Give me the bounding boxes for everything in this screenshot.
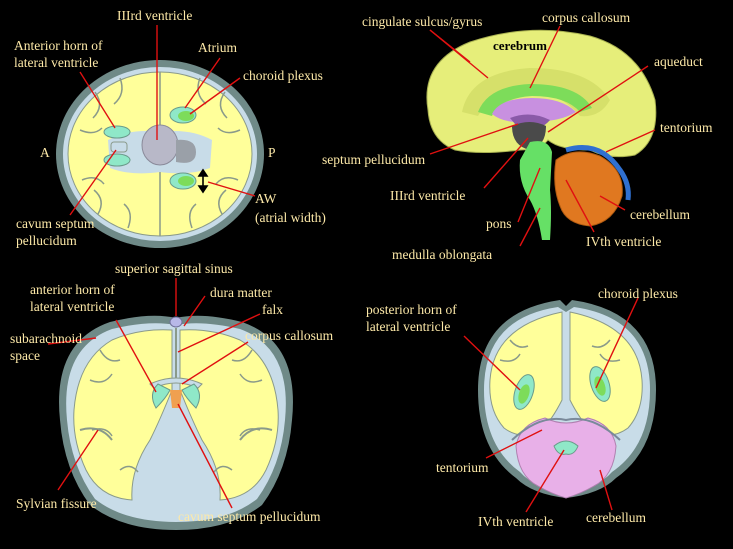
label-cor-p-choroid-plexus: choroid plexus	[598, 286, 678, 301]
axial-view: IIIrd ventricle Anterior horn of lateral…	[14, 8, 326, 248]
leader-sag-tentorium	[605, 129, 656, 153]
label-axial-cavum-2: pellucidum	[16, 233, 77, 248]
label-cor-p-posterior-horn-1: posterior horn of	[366, 302, 457, 317]
leader-axial-anterior-horn	[79, 71, 116, 129]
label-cor-a-anterior-horn-2: lateral ventricle	[30, 299, 114, 314]
leader-axial-cavum	[69, 149, 117, 216]
leader-sag-fourth	[565, 179, 595, 233]
label-cor-p-fourth-ventricle: IVth ventricle	[478, 514, 553, 529]
leader-sag-medulla	[519, 207, 541, 247]
leader-sag-corpus	[529, 25, 561, 89]
label-axial-anterior-horn-1: Anterior horn of	[14, 38, 103, 53]
sagittal-ventricle	[492, 98, 576, 123]
leader-sag-cerebellum	[599, 195, 626, 211]
sagittal-view: cingulate sulcus/gyrus corpus callosum c…	[322, 10, 713, 262]
coronal-p-tentorium	[511, 418, 621, 441]
label-sag-cingulate: cingulate sulcus/gyrus	[362, 14, 482, 29]
coronal-a-sulci	[89, 349, 263, 473]
label-sag-corpus-callosum: corpus callosum	[542, 10, 631, 25]
label-sag-cerebellum: cerebellum	[630, 207, 690, 222]
label-axial-aw-2: (atrial width)	[255, 210, 326, 225]
label-sag-cerebrum: cerebrum	[493, 38, 547, 53]
sagittal-corpus-callosum	[478, 84, 592, 116]
sagittal-tentorium	[565, 145, 631, 201]
label-cor-a-cavum: cavum septum pellucidum	[178, 509, 321, 524]
leader-sag-pons	[517, 167, 541, 223]
label-cor-a-corpus-callosum: corpus callosum	[245, 328, 334, 343]
coronal-a-sss	[169, 316, 183, 328]
axial-sulci	[79, 72, 241, 236]
label-sag-pons: pons	[486, 216, 512, 231]
label-cor-a-sylvian: Sylvian fissure	[16, 496, 97, 511]
leader-cor-a-cavum	[177, 403, 233, 509]
leader-cor-a-anterior-horn	[115, 319, 157, 393]
label-cor-a-falx: falx	[262, 302, 283, 317]
label-axial-a: A	[40, 145, 50, 160]
sagittal-cerebellum	[554, 151, 623, 227]
axial-anterior-horn-lower	[103, 153, 131, 167]
label-sag-tentorium: tentorium	[660, 120, 713, 135]
label-cor-p-posterior-horn-2: lateral ventricle	[366, 319, 450, 334]
label-cor-a-anterior-horn-1: anterior horn of	[30, 282, 115, 297]
label-sag-medulla: medulla oblongata	[392, 247, 492, 262]
coronal-a-sylvian-right	[239, 427, 273, 441]
label-sag-aqueduct: aqueduct	[654, 54, 703, 69]
label-axial-p: P	[268, 145, 276, 160]
label-sag-fourth-ventricle: IVth ventricle	[586, 234, 661, 249]
label-cor-a-subarachnoid-1: subarachnoid	[10, 331, 82, 346]
label-axial-atrium: Atrium	[198, 40, 237, 55]
coronal-p-choroid-left	[518, 384, 530, 404]
label-axial-anterior-horn-2: lateral ventricle	[14, 55, 98, 70]
axial-aw-arrow	[197, 168, 209, 194]
label-cor-p-tentorium: tentorium	[436, 460, 489, 475]
label-cor-a-dura: dura matter	[210, 285, 272, 300]
label-sag-third-ventricle: IIIrd ventricle	[390, 188, 465, 203]
axial-choroid-lower	[178, 176, 194, 186]
coronal-posterior-view: posterior horn of lateral ventricle chor…	[366, 286, 678, 529]
coronal-a-ventricle-left	[152, 383, 171, 409]
label-cor-a-subarachnoid-2: space	[10, 348, 40, 363]
leader-cor-p-cerebellum	[599, 469, 613, 511]
leader-cor-p-posterior-horn	[463, 335, 521, 391]
coronal-a-cavum	[170, 390, 182, 408]
coronal-a-ventricle-right	[181, 383, 200, 409]
label-sag-septum: septum pellucidum	[322, 152, 426, 167]
leader-cor-a-corpus	[181, 341, 249, 385]
leader-cor-p-choroid	[595, 297, 639, 389]
axial-thalamus	[176, 139, 196, 163]
coronal-anterior-view: superior sagittal sinus anterior horn of…	[10, 261, 334, 530]
leader-cor-p-tentorium	[485, 429, 543, 459]
leader-cor-p-fourth	[525, 449, 565, 513]
leader-cor-a-sylvian	[57, 429, 99, 491]
label-axial-cavum-1: cavum septum	[16, 216, 95, 231]
label-axial-third-ventricle: IIIrd ventricle	[117, 8, 192, 23]
label-cor-a-sss: superior sagittal sinus	[115, 261, 233, 276]
leader-cor-a-falx	[177, 313, 261, 353]
leader-axial-choroid	[189, 77, 241, 115]
leader-sag-cingulate-2	[429, 29, 489, 79]
leader-sag-septum	[429, 123, 519, 155]
leader-cor-a-dura	[183, 295, 206, 327]
coronal-a-right-hemisphere	[179, 329, 279, 501]
label-axial-aw-1: AW	[255, 191, 277, 206]
leader-sag-third	[483, 137, 529, 189]
leader-axial-aw	[207, 181, 256, 197]
axial-third-ventricle	[141, 124, 179, 166]
label-axial-choroid-plexus: choroid plexus	[243, 68, 323, 83]
coronal-p-fourth-ventricle	[553, 440, 579, 455]
label-cor-p-cerebellum: cerebellum	[586, 510, 646, 525]
coronal-a-corpus-callosum	[149, 377, 203, 389]
leader-cor-a-subarachnoid	[47, 337, 97, 345]
coronal-p-sulci	[499, 339, 621, 362]
sagittal-brainstem	[519, 141, 552, 240]
leader-axial-atrium	[184, 57, 221, 109]
coronal-p-choroid-right	[594, 376, 606, 396]
leader-sag-aqueduct	[547, 65, 649, 133]
coronal-a-sylvian-left	[79, 427, 113, 441]
coronal-a-left-hemisphere	[73, 329, 173, 501]
axial-anterior-horn-upper	[103, 125, 131, 139]
axial-cavum	[110, 141, 128, 153]
